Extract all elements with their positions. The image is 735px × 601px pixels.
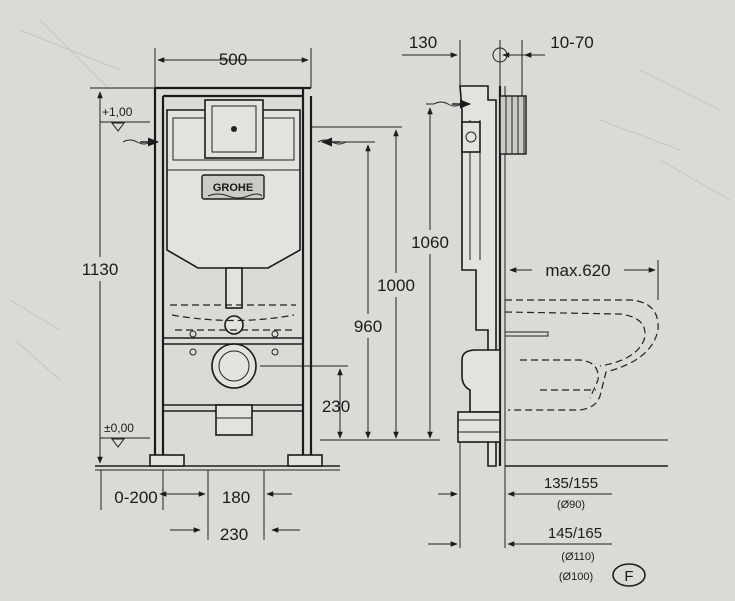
dim-180: 180 — [222, 488, 250, 507]
dim-max-620: max.620 — [545, 261, 610, 280]
downpipe — [225, 267, 243, 309]
wall-box — [499, 95, 527, 155]
drain-outlet — [215, 404, 253, 436]
dim-135-155: 135/155 — [544, 475, 598, 492]
dim-500: 500 — [219, 50, 247, 69]
dim-145-165: 145/165 — [548, 525, 602, 542]
pipe-coupler — [224, 315, 244, 335]
dim-d90: (Ø90) — [557, 499, 585, 511]
dim-d110: (Ø110) — [561, 551, 594, 563]
front-view: GROHE 500 1130 +1,00 ±0,0 — [70, 48, 440, 544]
dim-10-70: 10-70 — [550, 33, 593, 52]
marker-f-circle — [612, 563, 646, 587]
marker-f: F — [624, 568, 633, 585]
side-view: 130 10-70 1060 max.620 135/155 (Ø90) 145… — [402, 33, 668, 587]
brand-badge — [201, 174, 265, 200]
level-plus-one: +1,00 — [102, 105, 133, 119]
dim-1060: 1060 — [411, 233, 449, 252]
background-smudges — [9, 19, 731, 381]
actuator-point — [231, 126, 237, 132]
inlet-wave-left — [122, 139, 152, 145]
dim-960: 960 — [354, 317, 382, 336]
brand-text: GROHE — [213, 182, 253, 194]
elbow-pipe — [461, 349, 501, 413]
dim-130: 130 — [409, 33, 437, 52]
dim-1130: 1130 — [82, 260, 119, 279]
dim-230-vertical: 230 — [322, 397, 350, 416]
left-foot — [149, 454, 185, 467]
level-zero: ±0,00 — [104, 421, 134, 435]
dim-0-200: 0-200 — [114, 488, 157, 507]
outlet-pipe — [457, 411, 501, 443]
dim-1000: 1000 — [377, 276, 415, 295]
dim-230-horizontal: 230 — [220, 525, 248, 544]
dim-d100: (Ø100) — [559, 571, 593, 583]
inlet-valve — [461, 121, 481, 153]
drain-socket — [211, 343, 257, 389]
right-foot — [287, 454, 323, 467]
toilet-bowl-outline — [504, 299, 659, 411]
